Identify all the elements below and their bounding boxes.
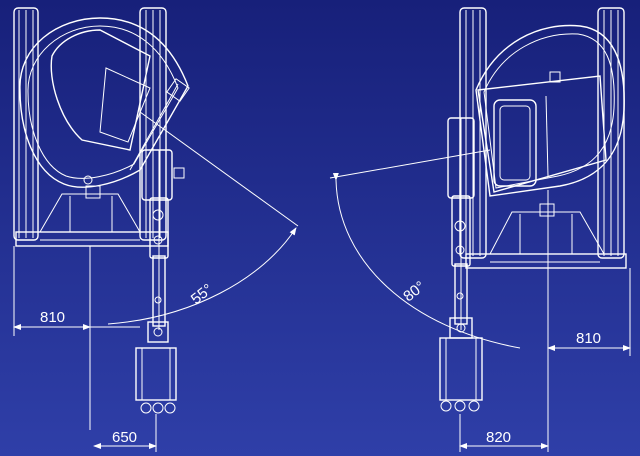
left-boom — [135, 149, 185, 414]
left-offset-dimension: 650 — [93, 414, 157, 452]
right-cab — [475, 24, 625, 197]
right-track-left — [459, 7, 487, 259]
left-cab — [19, 17, 190, 188]
left-track-left — [13, 7, 39, 241]
right-chassis — [465, 203, 627, 269]
right-width-label: 810 — [576, 330, 601, 347]
left-width-dimension: 810 — [13, 246, 140, 430]
right-view: 80° 810 820 — [329, 7, 631, 452]
left-offset-label: 650 — [112, 429, 137, 446]
left-view: 55° 810 650 — [13, 7, 299, 452]
right-width-dimension: 810 — [547, 190, 631, 452]
right-boom — [439, 117, 483, 412]
right-offset-label: 820 — [486, 429, 511, 446]
left-chassis — [15, 185, 169, 247]
left-width-label: 810 — [40, 309, 65, 326]
right-offset-dimension: 820 — [459, 414, 549, 452]
